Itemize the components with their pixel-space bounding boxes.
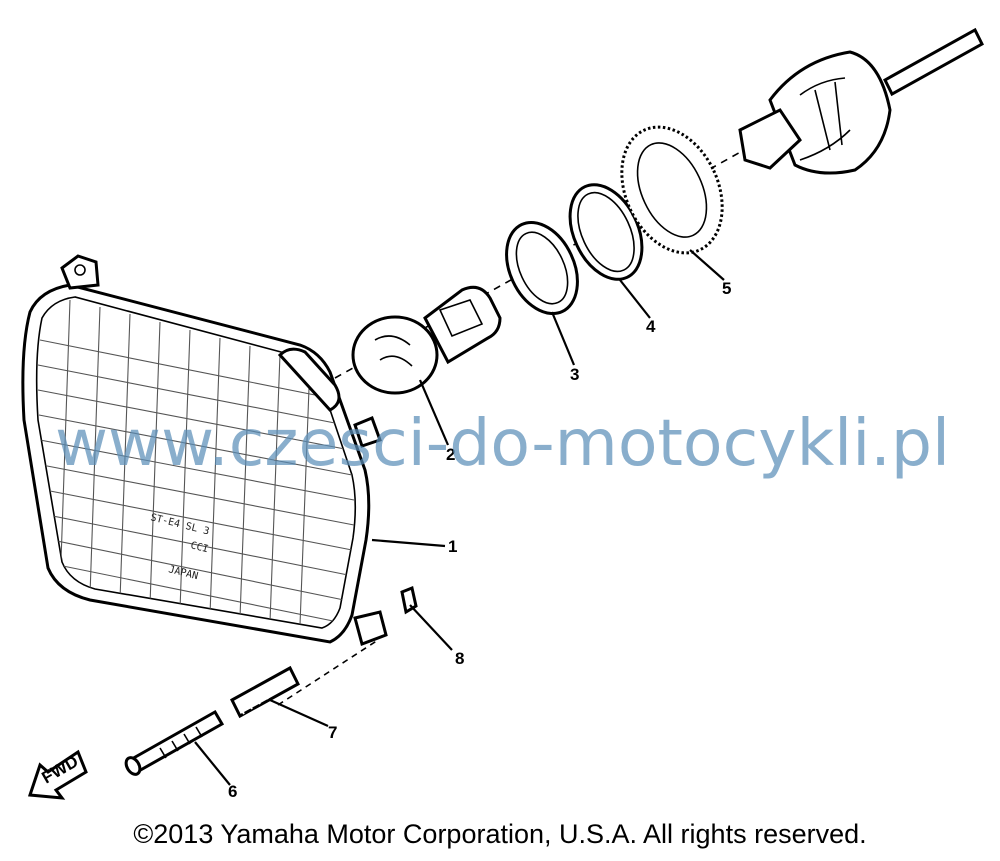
leader-2: [418, 379, 450, 446]
watermark-text: www.czesci-do-motocykli.pl: [55, 407, 950, 481]
leader-7: [269, 698, 329, 728]
socket-cable: [883, 27, 984, 97]
callout-3: 3: [570, 365, 579, 384]
callout-7: 7: [328, 723, 337, 742]
leader-8: [409, 604, 453, 651]
lens-marking-line-2: CCI: [189, 540, 209, 555]
callout-1: 1: [448, 537, 457, 556]
upper-mount-hole: [74, 264, 86, 276]
screw-axis-line: [277, 639, 379, 706]
bulb: [351, 285, 502, 395]
fwd-arrow: FWD: [27, 749, 88, 800]
lens-grid: [37, 299, 355, 626]
adjusting-screw: [124, 709, 225, 776]
bulb-base: [423, 285, 502, 365]
retaining-ring: [505, 220, 579, 316]
lower-mount-tab: [353, 610, 388, 646]
copyright-notice: ©2013 Yamaha Motor Corporation, U.S.A. A…: [133, 819, 867, 849]
clip: [400, 585, 418, 615]
upper-mount-tab: [60, 254, 100, 290]
callout-8: 8: [455, 649, 464, 668]
callout-6: 6: [228, 782, 237, 801]
callout-5: 5: [722, 279, 731, 298]
socket-connector: [738, 27, 984, 175]
leader-6: [194, 741, 231, 786]
headlight-rear-neck: [277, 347, 341, 412]
callout-4: 4: [646, 317, 656, 336]
side-mount-tab: [353, 416, 382, 448]
leader-1: [371, 538, 446, 548]
headlight-unit: ST-E4 SL 3 CCI JAPAN: [21, 254, 388, 646]
callout-2: 2: [446, 445, 455, 464]
spring: [230, 665, 300, 719]
leader-5: [689, 249, 725, 281]
leader-4: [619, 279, 651, 319]
socket-cover: [620, 125, 724, 255]
leader-3: [550, 311, 576, 366]
